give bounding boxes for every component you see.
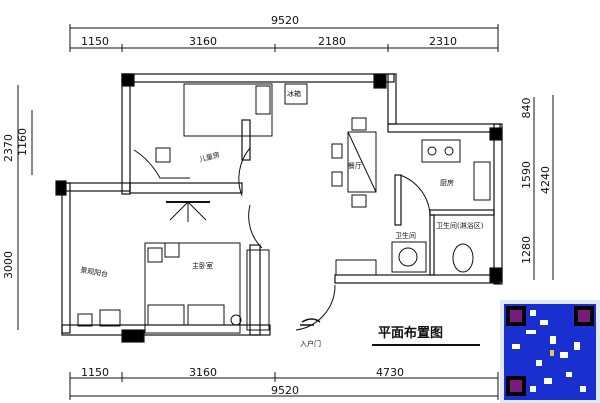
label-bath: 卫生间 xyxy=(395,231,416,240)
dim-left-3: 3000 xyxy=(2,251,15,279)
dim-right-4: 1280 xyxy=(520,236,533,264)
qr-code xyxy=(500,300,600,403)
room-labels: 儿童房 餐厅 厨房 冰箱 卫生间 卫生间(淋浴区) 主卧室 景观阳台 入户门 xyxy=(80,89,484,348)
doors xyxy=(238,147,431,331)
label-kids-room: 儿童房 xyxy=(198,150,221,164)
label-entrance: 入户门 xyxy=(300,339,321,348)
dim-bottom-3: 4730 xyxy=(376,366,404,379)
dim-top-3: 2180 xyxy=(318,35,346,48)
label-bath-shower: 卫生间(淋浴区) xyxy=(436,221,484,230)
dim-top-2: 3160 xyxy=(189,35,217,48)
dim-top-1: 1150 xyxy=(81,35,109,48)
plan-title: 平面布置图 xyxy=(378,325,443,341)
dim-top-total: 9520 xyxy=(271,14,299,27)
top-dimensions: 9520 1150 3160 2180 2310 xyxy=(69,14,499,52)
dim-bottom-total: 9520 xyxy=(271,384,299,397)
dim-bottom-1: 1150 xyxy=(81,366,109,379)
label-kitchen: 厨房 xyxy=(440,178,454,187)
dim-right-2: 1590 xyxy=(520,161,533,189)
dim-right-3: 4240 xyxy=(539,166,552,194)
dim-top-4: 2310 xyxy=(429,35,457,48)
dim-left-2: 1160 xyxy=(16,128,29,156)
furniture xyxy=(77,83,491,334)
left-dimensions: 2370 1160 3000 xyxy=(2,85,33,330)
dim-bottom-2: 3160 xyxy=(189,366,217,379)
dim-right-1: 840 xyxy=(520,98,533,119)
dim-left-1: 2370 xyxy=(2,134,15,162)
bottom-dimensions: 1150 3160 4730 9520 xyxy=(69,366,499,400)
walls xyxy=(55,73,503,343)
label-dining: 餐厅 xyxy=(348,161,362,170)
label-fridge: 冰箱 xyxy=(287,89,301,98)
label-balcony: 景观阳台 xyxy=(80,265,109,279)
label-master: 主卧室 xyxy=(192,261,213,270)
right-dimensions: 840 1590 4240 1280 xyxy=(520,95,554,280)
